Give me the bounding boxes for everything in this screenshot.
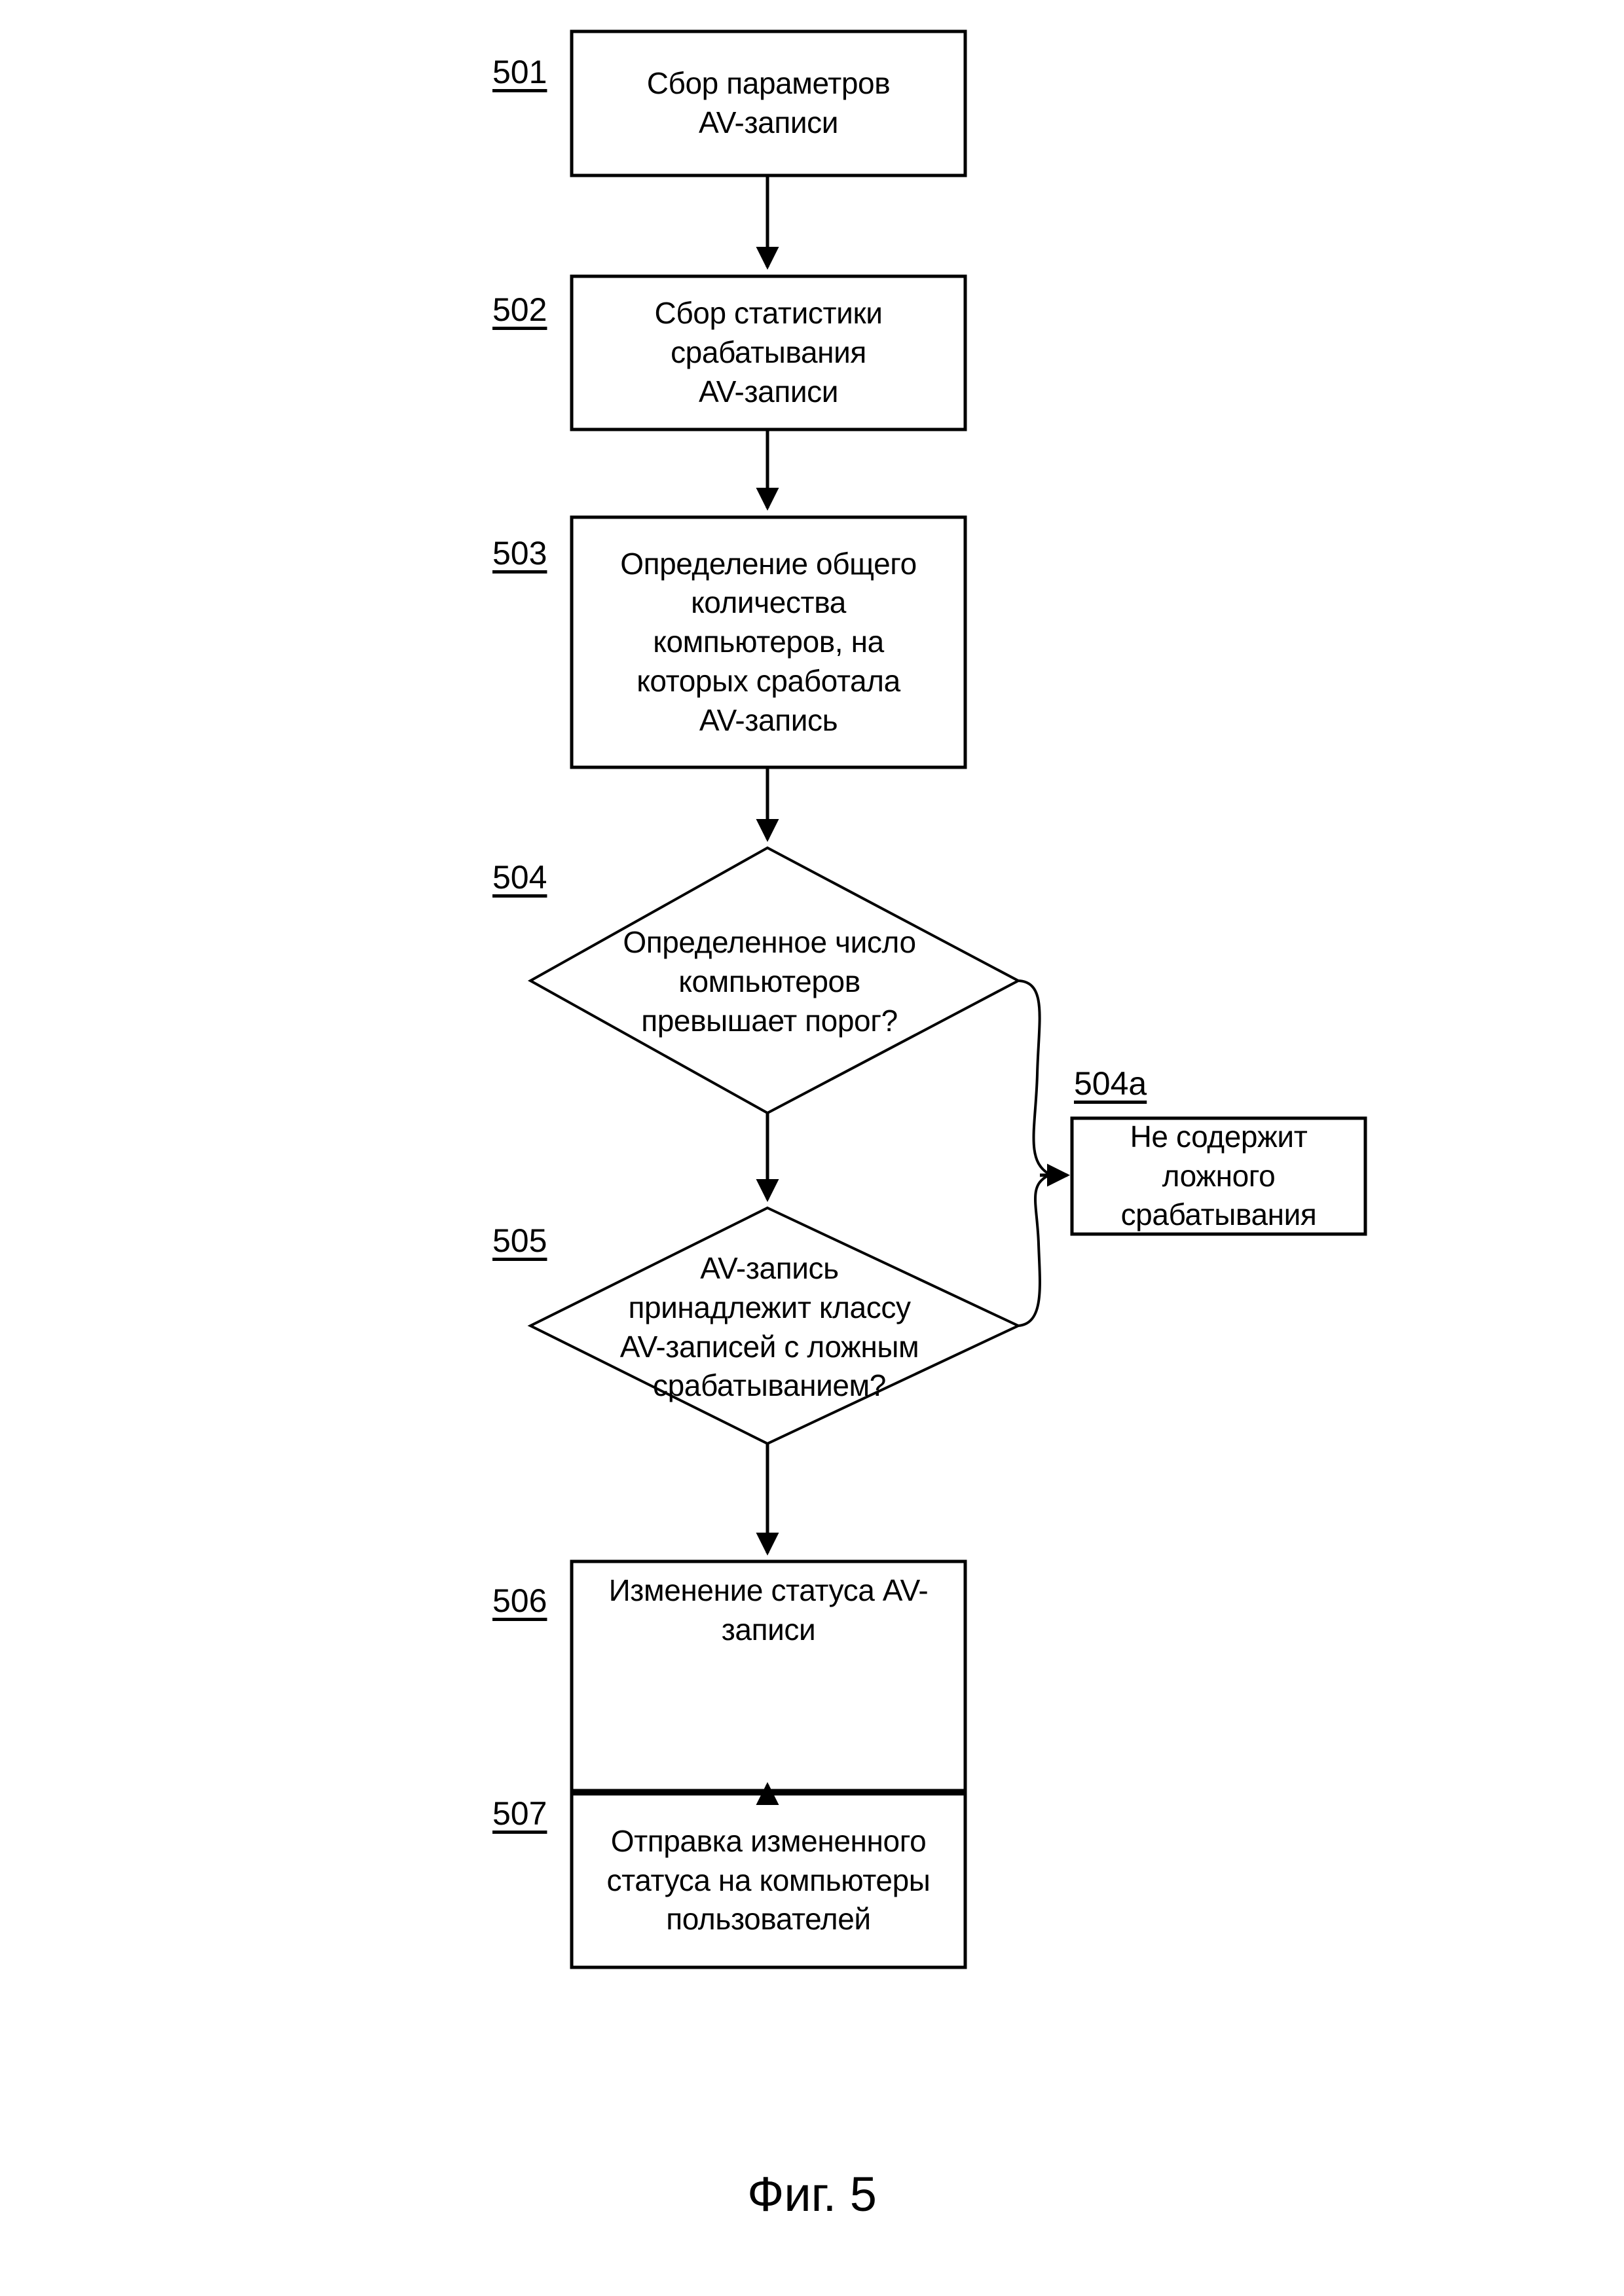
node-box-503 <box>570 515 967 769</box>
node-label-504: Определенное число компьютеров превышает… <box>623 925 916 1038</box>
step-ref-507: 507 <box>492 1795 547 1832</box>
node-box-506 <box>570 1559 967 1793</box>
node-box-501 <box>570 29 967 177</box>
node-label-505: AV-запись принадлежит классу AV-записей … <box>619 1250 919 1403</box>
step-ref-506: 506 <box>492 1582 547 1619</box>
node-label-506: Изменение статуса AV- записи <box>608 1573 929 1647</box>
node-label-504a: Не содержит ложного срабатывания <box>1120 1119 1317 1232</box>
figure-caption: Фиг. 5 <box>747 2167 877 2221</box>
node-label-507: Отправка измененного статуса на компьюте… <box>606 1823 931 1937</box>
step-ref-504a: 504a <box>1074 1065 1147 1102</box>
node-label-501: Сбор параметров AV-записи <box>646 66 891 139</box>
step-ref-503: 503 <box>492 535 547 572</box>
node-box-504a <box>1070 1116 1367 1236</box>
node-label-502: Сбор статистики срабатывания AV-записи <box>654 296 883 409</box>
step-ref-502: 502 <box>492 291 547 328</box>
node-box-502 <box>570 274 967 431</box>
step-ref-505: 505 <box>492 1222 547 1259</box>
edge-504-504a <box>1018 979 1049 1175</box>
node-label-503: Определение общего количества компьютеро… <box>620 546 917 737</box>
step-ref-504: 504 <box>492 859 547 896</box>
edge-505-504a <box>1018 1175 1048 1327</box>
step-ref-501: 501 <box>492 54 547 90</box>
node-box-507 <box>570 1792 967 1969</box>
